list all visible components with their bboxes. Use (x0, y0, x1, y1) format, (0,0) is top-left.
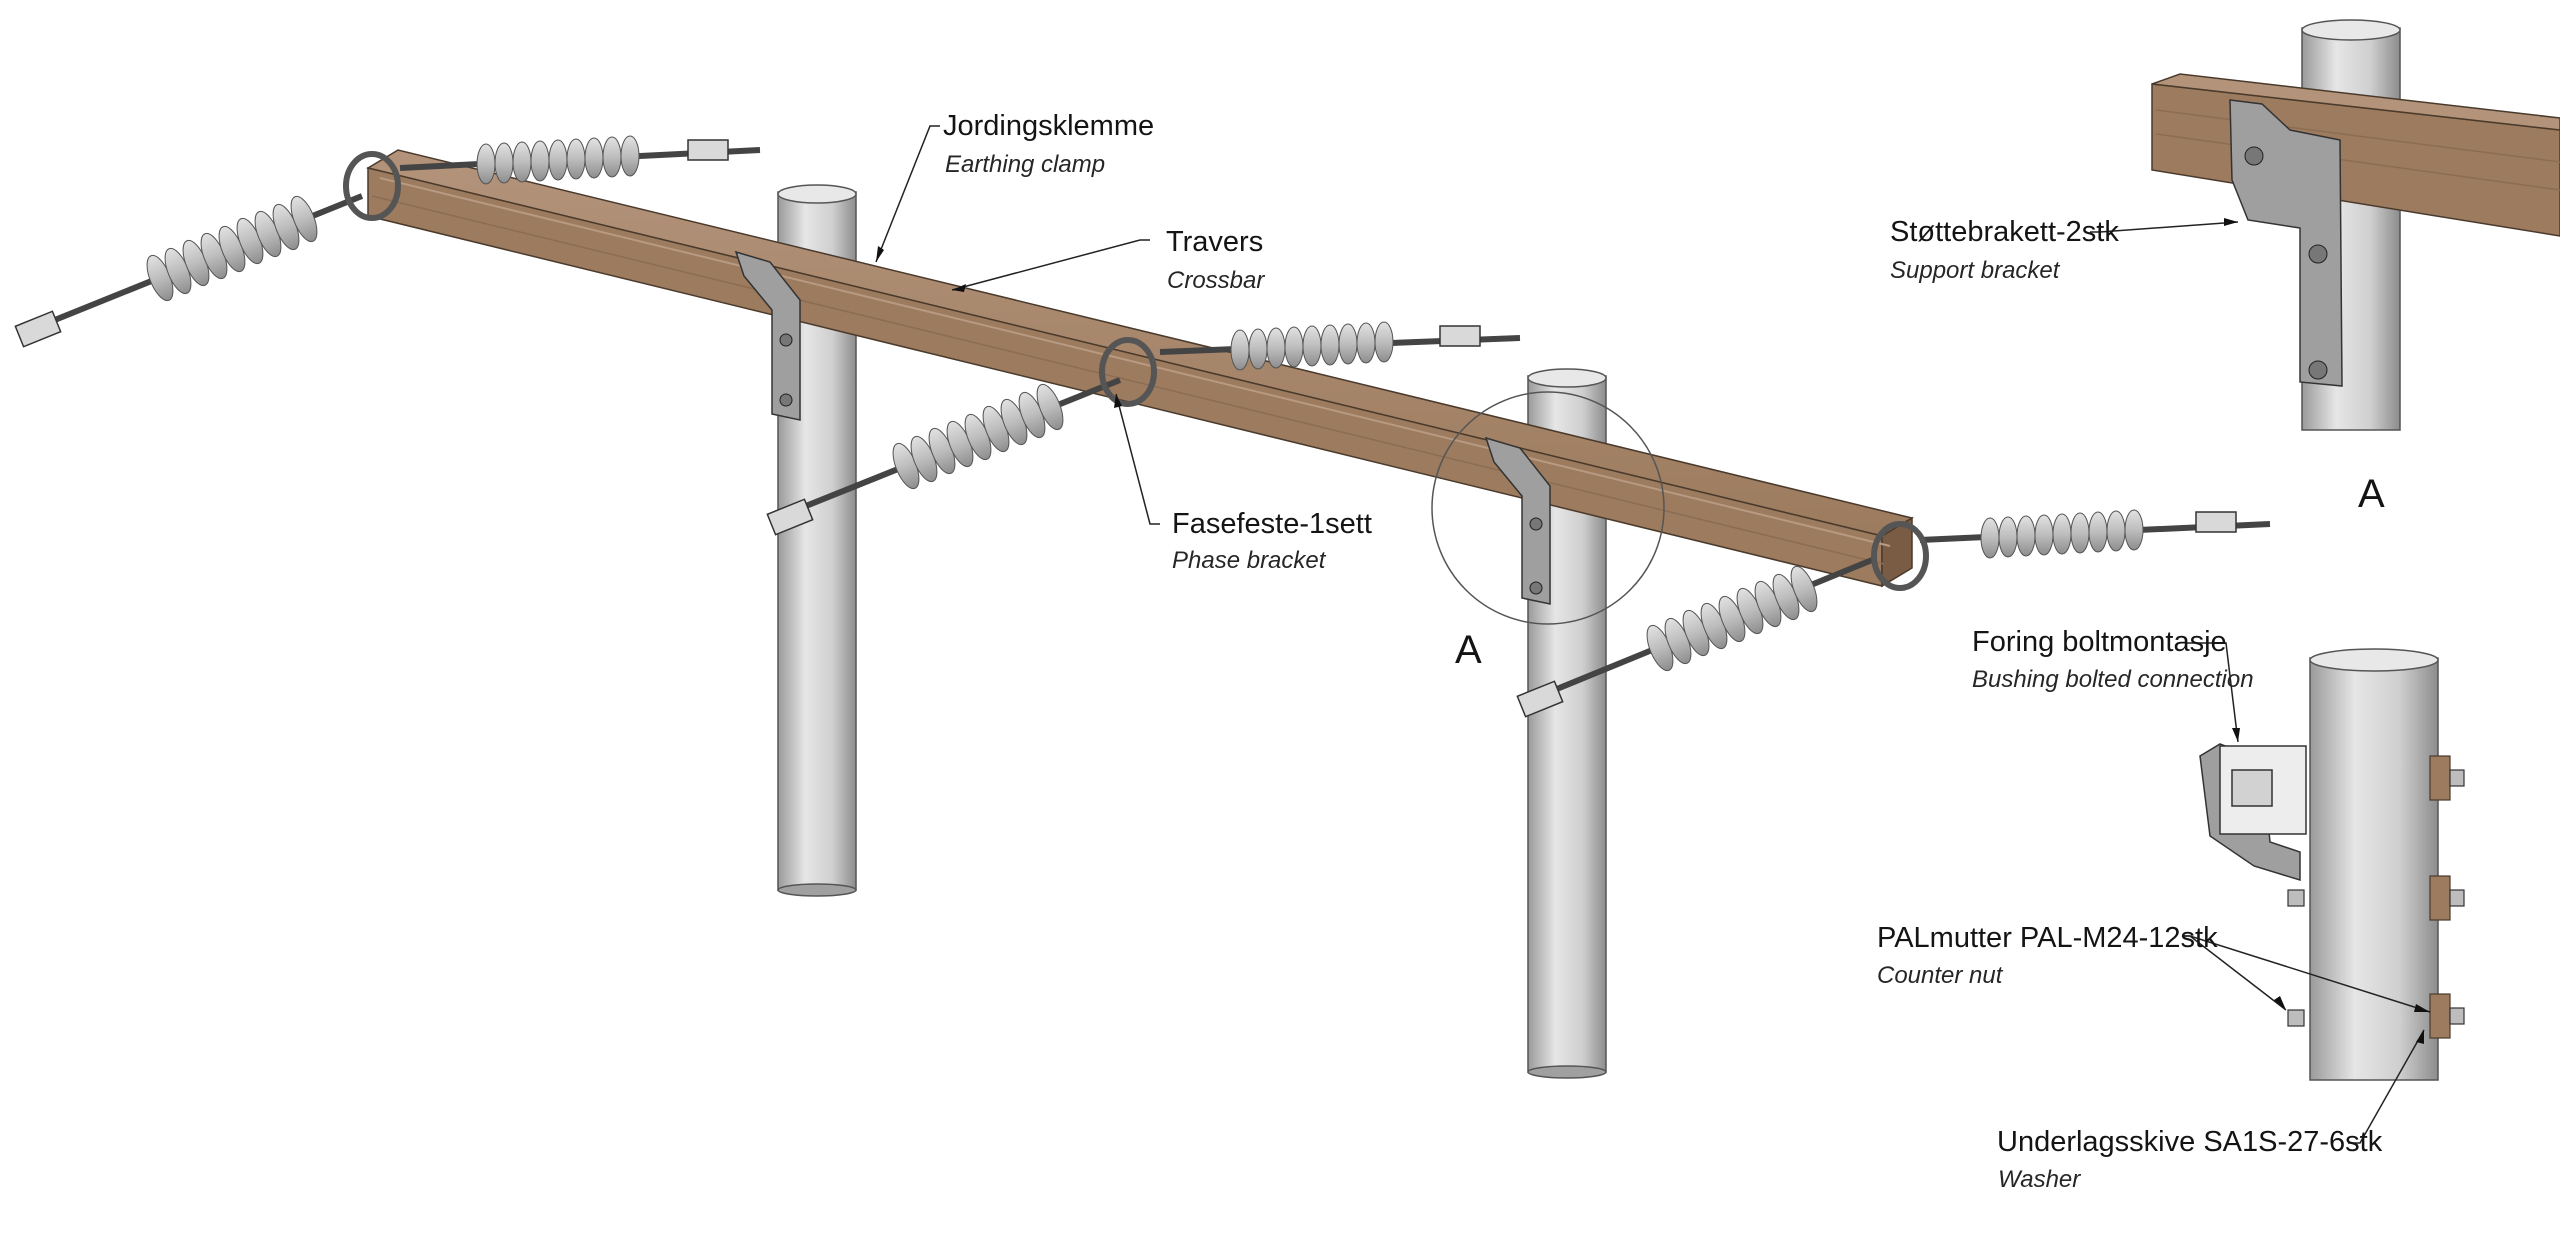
earthing-clamp-sublabel: Earthing clamp (945, 151, 1106, 178)
detail-marker-a: A (1455, 628, 1482, 672)
bushing-label: Foring boltmontasje (1972, 626, 2227, 658)
insulator-right-upper (1919, 509, 2271, 559)
washer-sublabel: Washer (1998, 1166, 2081, 1193)
detail-circle-a (1431, 391, 1665, 625)
leader-arrows-main (876, 246, 1122, 408)
leader-lines-main (875, 125, 1160, 525)
right-pole-bracket (1484, 436, 1551, 605)
phase-bracket-label: Fasefeste-1sett (1172, 508, 1372, 540)
support-bracket-sublabel: Support bracket (1890, 257, 2060, 284)
detail-a-view (2090, 19, 2560, 431)
bushing-sublabel: Bushing bolted connection (1972, 666, 2254, 693)
earthing-clamp-label: Jordingsklemme (943, 110, 1155, 142)
phase-bracket-rings (343, 151, 1929, 591)
bolted-detail-view (2184, 642, 2465, 1144)
crossbar-label: Travers (1166, 226, 1264, 258)
washer-label: Underlagsskive SA1S-27-6stk (1997, 1126, 2383, 1158)
crossbar-sublabel: Crossbar (1167, 267, 1265, 294)
insulator-middle-lower (766, 377, 1122, 536)
detail-title-a: A (2358, 472, 2385, 516)
phase-bracket-sublabel: Phase bracket (1172, 547, 1326, 574)
insulator-middle-upper (1159, 321, 1521, 371)
left-pole-bracket (734, 250, 801, 421)
support-bracket-label: Støttebrakett-2stk (1890, 216, 2119, 248)
insulator-left-lower (14, 193, 364, 348)
insulator-right-lower (1516, 557, 1874, 718)
crossbar-beam (366, 149, 1914, 588)
counter-nut-label: PALmutter PAL-M24-12stk (1877, 922, 2218, 954)
counter-nut-sublabel: Counter nut (1877, 962, 2003, 989)
insulator-left-upper (399, 135, 761, 185)
